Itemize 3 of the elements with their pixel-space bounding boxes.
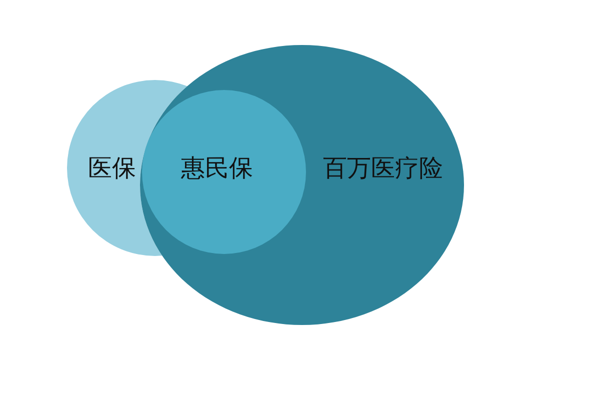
circle-label: 百万医疗险 [323, 154, 443, 182]
circle-label: 惠民保 [181, 154, 253, 182]
circle-label: 医保 [88, 154, 136, 182]
